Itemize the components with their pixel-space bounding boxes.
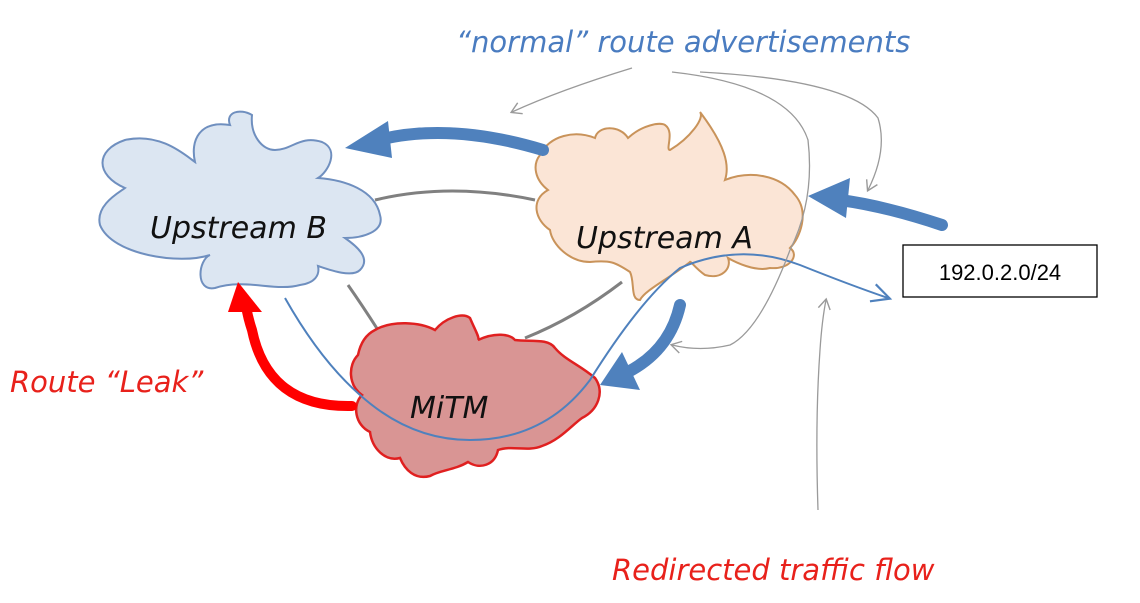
pointer-normal-to-b-arrow: [509, 67, 633, 115]
pointer-normal-to-mitm-arrow: [669, 71, 811, 354]
prefix-label: 192.0.2.0/24: [939, 260, 1061, 285]
redirected-traffic-annotation: Redirected traffic flow: [612, 553, 935, 587]
upstream-a-cloud: [534, 111, 804, 302]
link-b-mitm: [346, 284, 380, 331]
blue-arrow-a-to-b: [372, 127, 549, 156]
normal-routes-annotation: “normal” route advertisements: [456, 25, 910, 59]
blue-arrow-prefix-to-a: [834, 194, 948, 231]
route-leak-arrow: [228, 282, 357, 412]
route-leak-annotation: Route “Leak”: [10, 365, 204, 399]
peer-links: [346, 189, 623, 340]
annotation-pointers: [509, 67, 882, 511]
blue-arrowhead-prefix-to-a: [808, 178, 850, 218]
red-arrow-mitm-to-b: [241, 301, 357, 412]
link-b-a: [374, 189, 536, 202]
blue-arrowhead-a-to-b: [345, 121, 392, 158]
upstream-a-label: Upstream A: [576, 221, 753, 256]
upstream-b-cloud: [98, 110, 382, 290]
upstream-b-label: Upstream B: [150, 211, 327, 246]
blue-arrow-a-to-mitm: [622, 299, 686, 378]
blue-arrowhead-a-to-mitm: [600, 352, 640, 390]
mitm-cloud: [349, 314, 601, 479]
prefix-box: 192.0.2.0/24: [902, 244, 1098, 298]
red-arrowhead-mitm-to-b: [228, 282, 262, 312]
pointer-normal-to-prefix-arrow: [699, 71, 882, 193]
normal-advertisement-arrows: [345, 121, 948, 390]
pointer-redirected-traffic: [816, 297, 831, 511]
mitm-label: MiTM: [410, 391, 489, 426]
link-a-mitm: [524, 280, 623, 340]
redirected-traffic-path: [284, 253, 893, 442]
prefix-box-border: [902, 244, 1098, 298]
